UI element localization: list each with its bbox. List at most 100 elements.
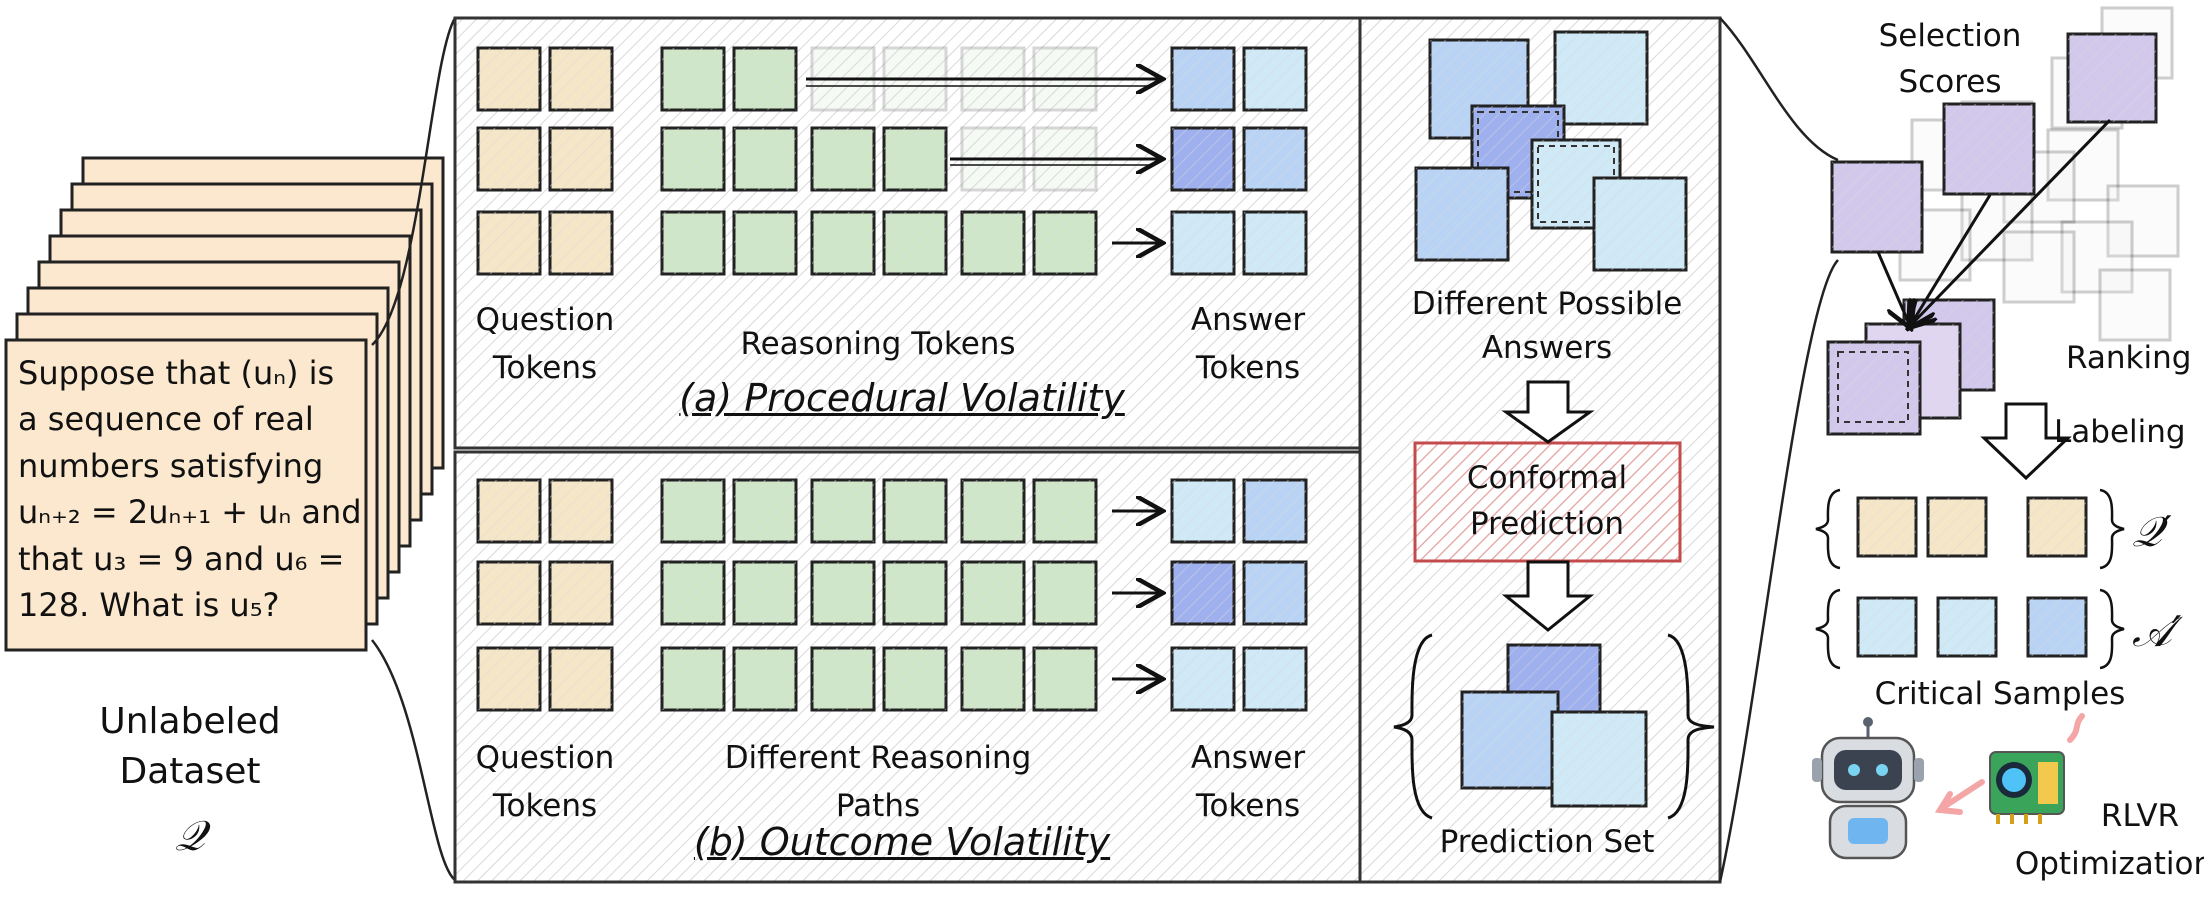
answer-token [1170,126,1236,192]
ranking-arrow [1910,194,1992,326]
dataset-symbol: 𝒬 [174,811,206,860]
reasoning-token [1032,210,1098,276]
reasoning-token [660,478,726,544]
conformal-label-2: Prediction [1469,506,1625,542]
question-token [548,46,614,112]
selection-graphics [1826,6,2180,658]
gpu-chip-icon [1989,751,2065,824]
panel-b-answer-label-1: Answer [1190,740,1306,776]
zoom-line-top [371,17,457,346]
labeled-question-token [1856,496,1918,558]
dataset-card-stack [4,156,445,652]
dataset-label-line1: Unlabeled [99,701,281,742]
dataset-label-line2: Dataset [119,751,261,792]
ranking-arrow [1910,118,2112,326]
labeling-label: Labeling [2054,414,2186,450]
panel-b-question-label-2: Tokens [492,788,598,824]
prediction-set-left-brace [1393,633,1433,820]
zoom-line-right-top [1719,17,1839,162]
token-arrows [806,79,1160,679]
question-line-3: numbers satisfying [18,446,324,485]
zoom-line-right-bottom [1718,259,1839,883]
ranking-label: Ranking [2066,340,2192,376]
prediction-set-item [1460,690,1560,790]
reasoning-token [882,210,948,276]
panel-a-answer-label-2: Tokens [1195,350,1301,386]
reasoning-token [732,46,798,112]
candidate-sample-faded [2046,128,2120,202]
question-token [548,210,614,276]
selection-label-1: Selection [1878,18,2022,54]
high-score-sample [1942,102,2036,196]
question-token [548,478,614,544]
reasoning-token [660,560,726,626]
reasoning-token [732,126,798,192]
question-token [548,126,614,192]
a-prime-symbol: 𝒜′ [2132,607,2182,656]
q-prime-symbol: 𝒬′ [2132,507,2172,556]
answer-token [1170,560,1236,626]
prediction-set-label: Prediction Set [1439,824,1655,860]
labeled-question-token [2026,496,2088,558]
q-prime-left-brace [1815,488,1841,570]
block-arrow-to-prediction-set [1501,560,1595,632]
answer-token [1242,46,1308,112]
panel-a-question-label-2: Tokens [492,350,598,386]
reasoning-token [810,560,876,626]
answer-token [1242,210,1308,276]
reasoning-token [732,560,798,626]
selected-sample [1826,340,1922,436]
block-arrow-to-labeling [1980,402,2072,481]
zoom-line-bottom [371,639,456,881]
reasoning-token [882,478,948,544]
reasoning-token [960,560,1026,626]
reasoning-token [1032,560,1098,626]
panel-a-reasoning-label: Reasoning Tokens [740,326,1016,362]
rlvr-label-1: RLVR [2100,798,2180,834]
prediction-set-right-brace [1667,633,1715,820]
answer-token [1170,46,1236,112]
question-token [476,478,542,544]
answer-candidate [1592,176,1688,272]
question-token [476,646,542,712]
question-token [548,646,614,712]
candidate-sample-faded [2060,220,2134,294]
block-arrow-to-conformal [1501,380,1595,444]
reasoning-token [960,646,1026,712]
question-token [476,126,542,192]
panel-b-answer-label-2: Tokens [1195,788,1301,824]
candidate-sample-faded [2002,230,2076,304]
panel-b-subtitle: (b) Outcome Volatility [693,820,1111,864]
reasoning-token [660,646,726,712]
question-token [476,560,542,626]
labeled-answer-token [1856,596,1918,658]
answer-candidate [1414,166,1510,262]
answer-token [1170,210,1236,276]
reasoning-token [960,478,1026,544]
question-card: Suppose that (uₙ) is a sequence of real … [8,340,364,646]
question-line-1: Suppose that (uₙ) is [18,354,335,392]
panel-a-question-label-1: Question [475,302,615,338]
panel-b-paths-label-1: Different Reasoning [724,740,1032,776]
answer-token [1242,646,1308,712]
selection-label-2: Scores [1898,64,2002,100]
question-token [476,210,542,276]
answer-token [1170,478,1236,544]
reasoning-token [960,210,1026,276]
a-prime-right-brace [2099,588,2125,670]
reasoning-token [810,646,876,712]
selected-sample-outline [1837,351,1909,423]
labeled-answer-token [1936,596,1998,658]
candidate-sample-faded [2106,184,2180,258]
labeled-question-token [1926,496,1988,558]
feedback-line [2067,713,2085,743]
candidate-sample-faded [1960,188,2034,262]
conformal-graphics [1414,30,1688,808]
panel-b-question-label-1: Question [475,740,615,776]
critical-samples-label: Critical Samples [1874,676,2126,712]
answer-token [1170,646,1236,712]
conformal-label-1: Conformal [1466,460,1628,496]
answer-candidate [1553,30,1649,126]
panel-a-answer-label-1: Answer [1190,302,1306,338]
